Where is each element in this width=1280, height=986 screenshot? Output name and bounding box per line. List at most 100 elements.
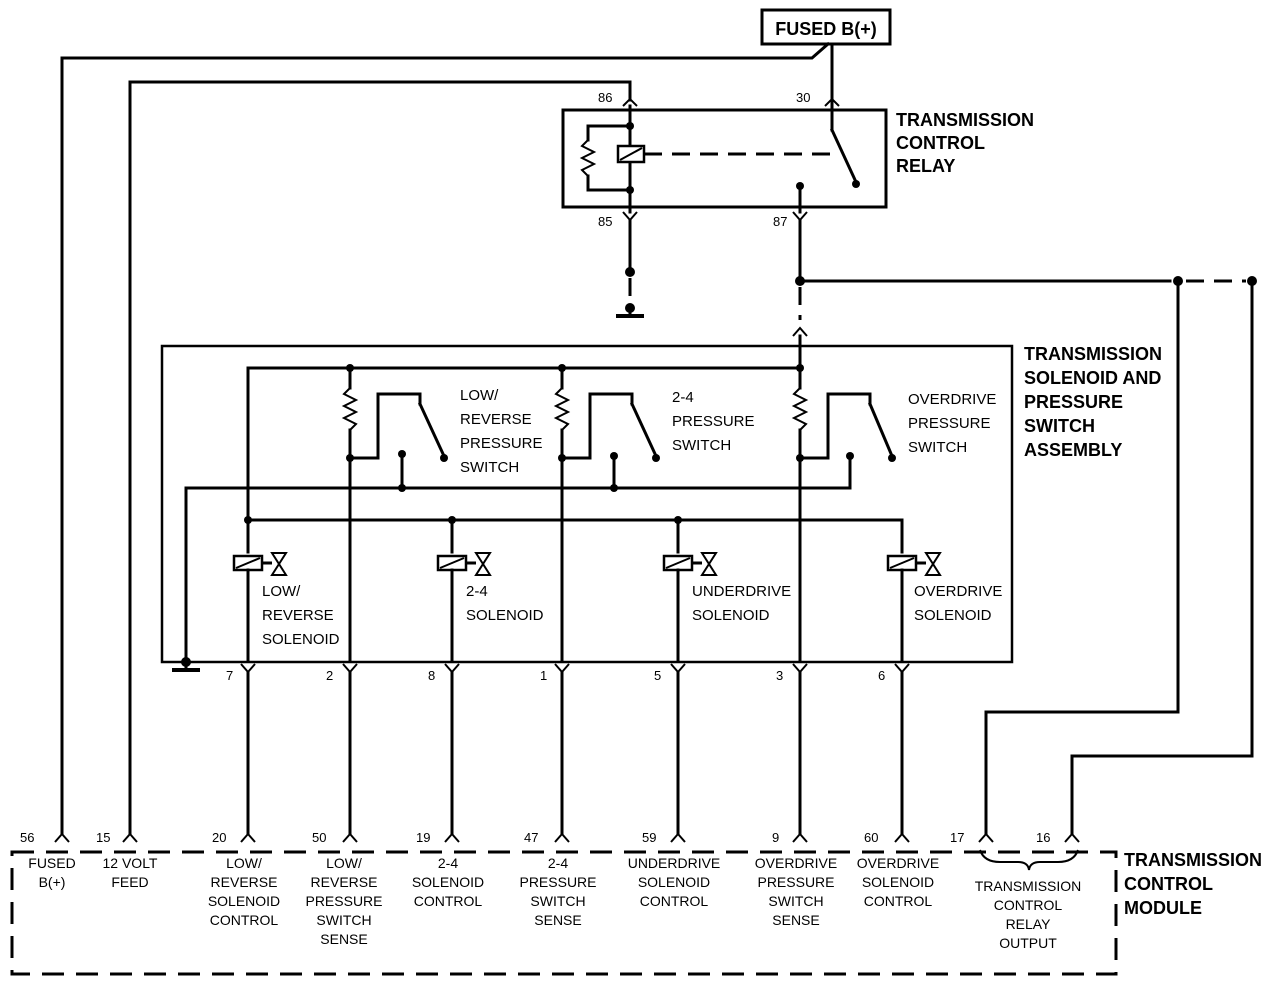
tcm-title-line-2: CONTROL bbox=[1124, 874, 1213, 894]
tcm-pin-17: 17 bbox=[950, 830, 964, 845]
fused-b-plus-label: FUSED B(+) bbox=[775, 19, 877, 39]
relay-title-line-2: CONTROL bbox=[896, 133, 985, 153]
tcm-pin-59: 59 bbox=[642, 830, 656, 845]
tcm-pin-60: 60 bbox=[864, 830, 878, 845]
assembly-title-line-5: ASSEMBLY bbox=[1024, 440, 1122, 460]
relay-title-line-1: TRANSMISSION bbox=[896, 110, 1034, 130]
s24-switch-label-2: PRESSURE bbox=[672, 413, 755, 430]
tcm-label-47-2: PRESSURE bbox=[519, 874, 596, 890]
tcm-label-9-1: OVERDRIVE bbox=[755, 855, 837, 871]
lr-solenoid bbox=[232, 552, 288, 662]
lr-solenoid-label-1: LOW/ bbox=[262, 583, 301, 600]
s24-solenoid-label-2: SOLENOID bbox=[466, 607, 544, 624]
tcm-label-56-1: FUSED bbox=[28, 855, 75, 871]
assembly-pin-2: 2 bbox=[326, 668, 333, 683]
od-solenoid bbox=[886, 552, 942, 662]
s24-solenoid-label-1: 2-4 bbox=[466, 583, 488, 600]
assembly-pin-1: 1 bbox=[540, 668, 547, 683]
assembly-pin-3: 3 bbox=[776, 668, 783, 683]
relay-pin-85: 85 bbox=[598, 214, 612, 229]
assembly-pin-6: 6 bbox=[878, 668, 885, 683]
transmission-control-module: 56 15 20 50 19 47 59 9 60 17 16 FUSED B(… bbox=[10, 830, 1262, 976]
tcm-label-60-2: SOLENOID bbox=[862, 874, 934, 890]
tcm-label-59-3: CONTROL bbox=[640, 893, 709, 909]
tcm-title-line-1: TRANSMISSION bbox=[1124, 850, 1262, 870]
tcm-pin-50: 50 bbox=[312, 830, 326, 845]
tcm-label-47-1: 2-4 bbox=[548, 855, 568, 871]
assembly-title-line-4: SWITCH bbox=[1024, 416, 1095, 436]
harness-wires: 7 2 8 1 5 3 6 bbox=[226, 663, 910, 836]
s24-switch-label-3: SWITCH bbox=[672, 437, 731, 454]
tcm-label-9-4: SENSE bbox=[772, 912, 819, 928]
tcm-label-9-3: SWITCH bbox=[768, 893, 823, 909]
assembly-title-line-2: SOLENOID AND bbox=[1024, 368, 1161, 388]
lr-solenoid-label-3: SOLENOID bbox=[262, 631, 340, 648]
tcm-label-50-2: REVERSE bbox=[311, 874, 378, 890]
tcm-pin-15: 15 bbox=[96, 830, 110, 845]
tcm-label-relay-out-1: TRANSMISSION bbox=[975, 878, 1082, 894]
ud-solenoid-label-1: UNDERDRIVE bbox=[692, 583, 791, 600]
assembly-pin-7: 7 bbox=[226, 668, 233, 683]
tcm-pin-47: 47 bbox=[524, 830, 538, 845]
tcm-pin-20: 20 bbox=[212, 830, 226, 845]
tcm-label-50-4: SWITCH bbox=[316, 912, 371, 928]
transmission-control-relay: 86 30 85 87 TRANSMISSION CONTROL RELAY bbox=[561, 90, 1034, 229]
tcm-label-15-1: 12 VOLT bbox=[103, 855, 158, 871]
od-solenoid-label-2: SOLENOID bbox=[914, 607, 992, 624]
tcm-label-50-5: SENSE bbox=[320, 931, 367, 947]
assembly-pin-5: 5 bbox=[654, 668, 661, 683]
relay-output-wires bbox=[792, 218, 1257, 836]
tcm-pin-9: 9 bbox=[772, 830, 779, 845]
relay-pin-30: 30 bbox=[796, 90, 810, 105]
solenoid-pressure-switch-assembly: LOW/ REVERSE PRESSURE SWITCH 2-4 PRESSUR… bbox=[160, 334, 1162, 672]
od-switch-label-1: OVERDRIVE bbox=[908, 391, 996, 408]
tcm-label-59-1: UNDERDRIVE bbox=[628, 855, 721, 871]
lr-switch-label-1: LOW/ bbox=[460, 387, 499, 404]
tcm-label-60-3: CONTROL bbox=[864, 893, 933, 909]
ud-solenoid bbox=[662, 552, 718, 662]
lr-switch-label-3: PRESSURE bbox=[460, 435, 543, 452]
tcm-label-relay-out-2: CONTROL bbox=[994, 897, 1063, 913]
tcm-label-19-1: 2-4 bbox=[438, 855, 458, 871]
tcm-pin-16: 16 bbox=[1036, 830, 1050, 845]
tcm-label-19-3: CONTROL bbox=[414, 893, 483, 909]
tcm-label-20-1: LOW/ bbox=[226, 855, 262, 871]
tcm-label-50-3: PRESSURE bbox=[305, 893, 382, 909]
tcm-label-20-4: CONTROL bbox=[210, 912, 279, 928]
assembly-pin-8: 8 bbox=[428, 668, 435, 683]
relay-pin-86: 86 bbox=[598, 90, 612, 105]
s24-switch-label-1: 2-4 bbox=[672, 389, 694, 406]
od-solenoid-label-1: OVERDRIVE bbox=[914, 583, 1002, 600]
tcm-label-56-2: B(+) bbox=[39, 874, 66, 890]
tcm-pin-56: 56 bbox=[20, 830, 34, 845]
tcm-label-relay-out-3: RELAY bbox=[1006, 916, 1052, 932]
tcm-label-15-2: FEED bbox=[111, 874, 148, 890]
tcm-label-47-3: SWITCH bbox=[530, 893, 585, 909]
relay-ground bbox=[616, 218, 644, 318]
od-switch-label-3: SWITCH bbox=[908, 439, 967, 456]
relay-title-line-3: RELAY bbox=[896, 156, 955, 176]
tcm-label-59-2: SOLENOID bbox=[638, 874, 710, 890]
tcm-pin-19: 19 bbox=[416, 830, 430, 845]
tcm-label-19-2: SOLENOID bbox=[412, 874, 484, 890]
tcm-label-60-1: OVERDRIVE bbox=[857, 855, 939, 871]
lr-switch-label-2: REVERSE bbox=[460, 411, 532, 428]
lr-solenoid-label-2: REVERSE bbox=[262, 607, 334, 624]
lr-switch-label-4: SWITCH bbox=[460, 459, 519, 476]
tcm-title-line-3: MODULE bbox=[1124, 898, 1202, 918]
relay-pin-87: 87 bbox=[773, 214, 787, 229]
ud-solenoid-label-2: SOLENOID bbox=[692, 607, 770, 624]
tcm-label-20-2: REVERSE bbox=[211, 874, 278, 890]
tcm-label-9-2: PRESSURE bbox=[757, 874, 834, 890]
fused-b-plus-source: FUSED B(+) bbox=[760, 8, 892, 46]
assembly-title-line-3: PRESSURE bbox=[1024, 392, 1123, 412]
tcm-label-50-1: LOW/ bbox=[326, 855, 362, 871]
feed-wires bbox=[60, 41, 834, 836]
tcm-label-47-4: SENSE bbox=[534, 912, 581, 928]
s24-solenoid bbox=[436, 552, 492, 662]
tcm-label-20-3: SOLENOID bbox=[208, 893, 280, 909]
tcm-label-relay-out-4: OUTPUT bbox=[999, 935, 1057, 951]
od-switch-label-2: PRESSURE bbox=[908, 415, 991, 432]
assembly-title-line-1: TRANSMISSION bbox=[1024, 344, 1162, 364]
